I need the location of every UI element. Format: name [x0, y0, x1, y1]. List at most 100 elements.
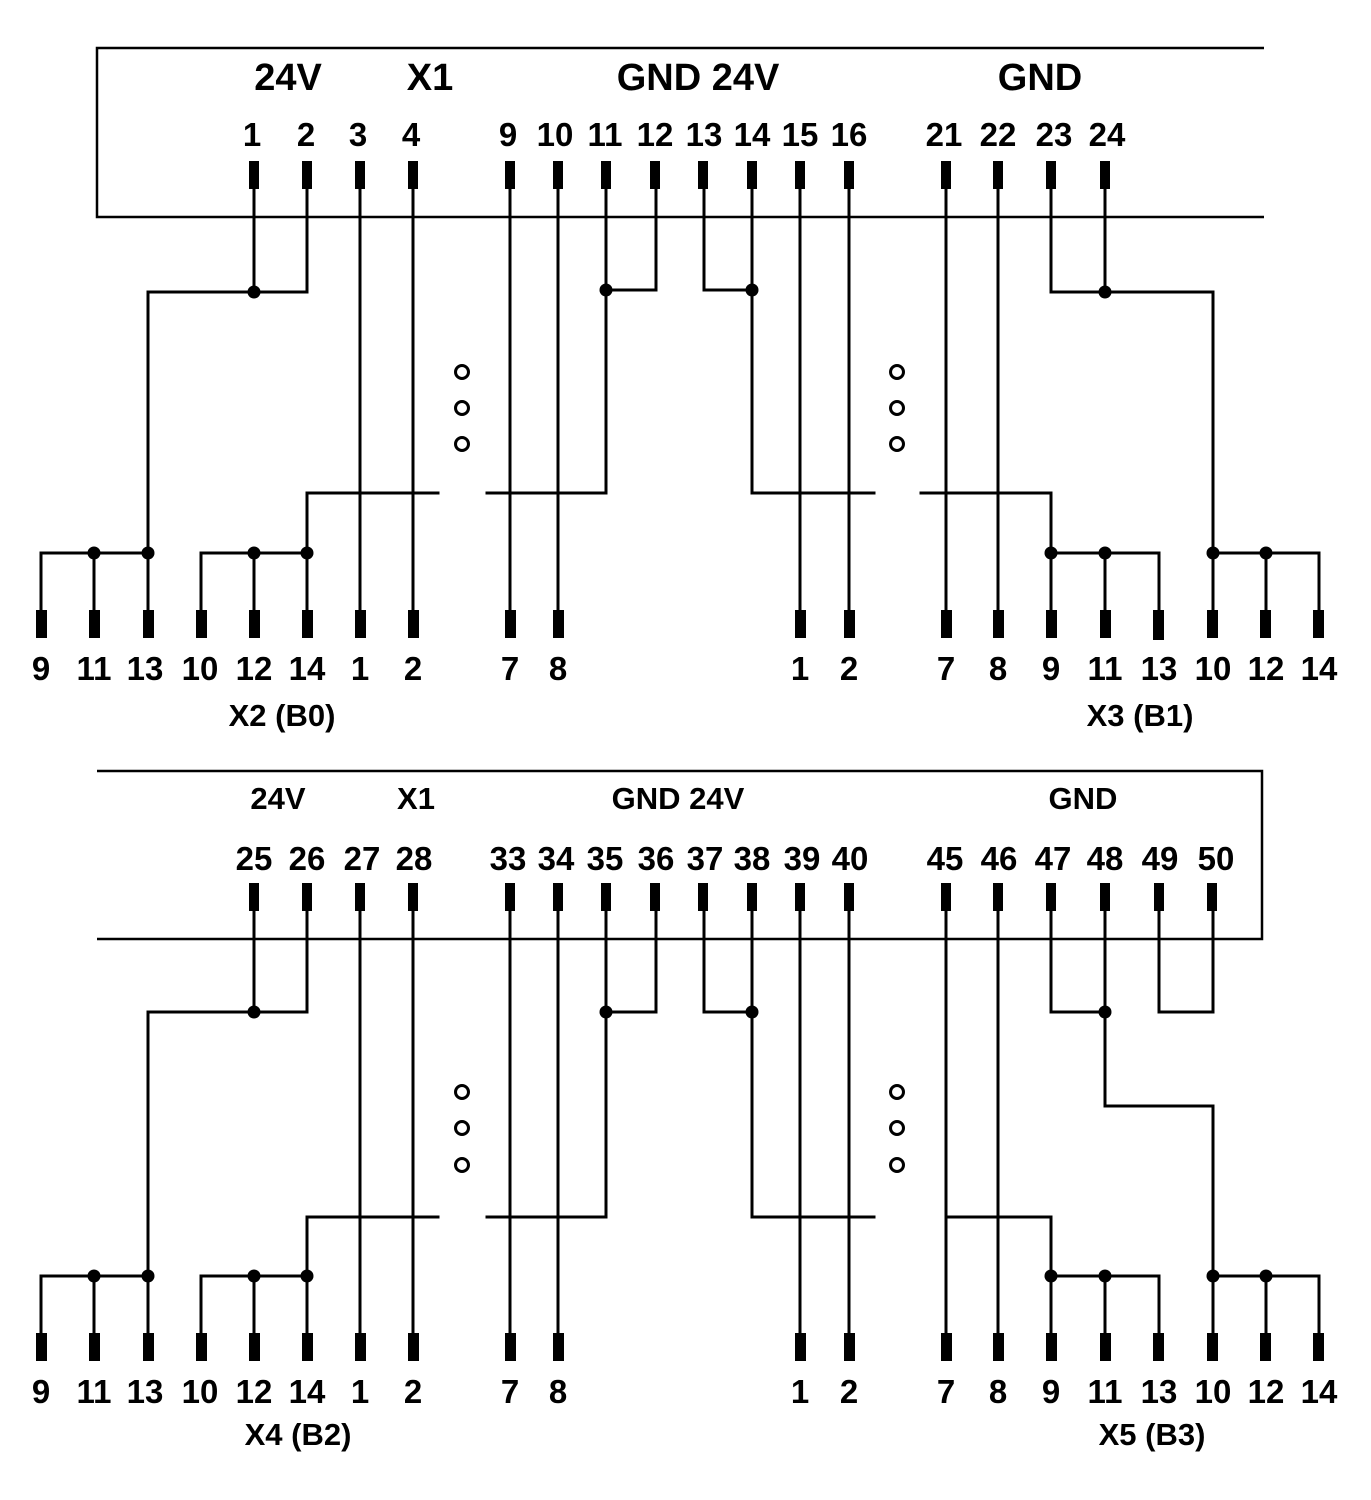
top-ellipsis-right	[889, 364, 905, 452]
terminal-number: 15	[782, 116, 819, 153]
connector-pin-number: 1	[791, 650, 809, 687]
connector-pin-number: 10	[1195, 650, 1232, 687]
terminal-number: 33	[490, 840, 527, 877]
terminal-pin	[1046, 161, 1056, 189]
connector-pin	[196, 1333, 207, 1361]
connector-pin	[408, 1333, 419, 1361]
connector-pin	[143, 1333, 154, 1361]
top-wires	[39, 187, 1321, 615]
connector-pin-number: 7	[501, 650, 519, 687]
junction-dot	[1098, 546, 1112, 560]
terminal-pin	[795, 161, 805, 189]
junction-dot	[1098, 1005, 1112, 1019]
junction-dot	[87, 546, 101, 560]
connector-pin-number: 1	[351, 1373, 369, 1410]
terminal-pin	[941, 161, 951, 189]
terminal-number: 21	[926, 116, 963, 153]
connector-pin	[1100, 610, 1111, 638]
bottom-connector-pins	[36, 1333, 1324, 1361]
connector-pin-number: 11	[77, 1373, 112, 1410]
connector-pin-number: 2	[840, 1373, 858, 1410]
connector-x2-label: X2 (B0)	[229, 698, 336, 733]
connector-pin-number: 13	[1141, 1373, 1178, 1410]
junction-dot	[141, 546, 155, 560]
connector-pin	[505, 1333, 516, 1361]
connector-pin	[1207, 610, 1218, 638]
top-terminal-block-frame	[95, 46, 1264, 219]
connector-pin-number: 2	[404, 650, 422, 687]
bottom-ellipsis-right	[889, 1084, 905, 1173]
terminal-pin	[249, 161, 259, 189]
connector-pin-number: 10	[182, 1373, 219, 1410]
bottom-wires	[39, 909, 1321, 1338]
bottom-section: 24V X1 GND 24V GND 25 26 27 28 33 34 35 …	[32, 769, 1338, 1452]
connector-pin-number: 2	[404, 1373, 422, 1410]
terminal-number: 1	[243, 116, 261, 153]
terminal-pin	[1207, 883, 1217, 911]
terminal-pin	[505, 161, 515, 189]
terminal-number: 45	[927, 840, 964, 877]
terminal-pin	[553, 161, 563, 189]
terminal-number: 46	[981, 840, 1018, 877]
terminal-pin	[993, 161, 1003, 189]
connector-pin	[505, 610, 516, 638]
top-terminal-numbers: 1 2 3 4 9 10 11 12 13 14 15 16 21 22 23 …	[243, 116, 1126, 153]
terminal-pin	[1100, 883, 1110, 911]
connector-pin-number: 14	[1301, 1373, 1338, 1410]
connector-pin	[302, 610, 313, 638]
connector-pin-number: 10	[1195, 1373, 1232, 1410]
connector-pin-number: 13	[1141, 650, 1178, 687]
connector-pin-number: 8	[549, 1373, 567, 1410]
terminal-pin	[553, 883, 563, 911]
connector-pin-number: 10	[182, 650, 219, 687]
junction-dot	[247, 285, 261, 299]
junction-dot	[745, 283, 759, 297]
connector-pin-number: 13	[127, 650, 164, 687]
terminal-pin	[1046, 883, 1056, 911]
connector-pin	[355, 610, 366, 638]
connector-pin-number: 12	[236, 650, 273, 687]
connector-pin-number: 13	[127, 1373, 164, 1410]
connector-pin-number: 1	[791, 1373, 809, 1410]
junction-dot	[300, 546, 314, 560]
terminal-number: 25	[236, 840, 273, 877]
connector-pin-number: 2	[840, 650, 858, 687]
top-connector-pins	[36, 610, 1324, 640]
terminal-number: 14	[734, 116, 771, 153]
top-label-x1: X1	[407, 57, 453, 99]
terminal-number: 40	[832, 840, 869, 877]
connector-pin	[553, 610, 564, 638]
terminal-pin	[408, 883, 418, 911]
connector-pin	[993, 1333, 1004, 1361]
terminal-number: 47	[1035, 840, 1072, 877]
top-section: 24V X1 GND 24V GND 1 2 3 4 9 10 11 12 13…	[32, 46, 1338, 733]
connector-pin	[844, 1333, 855, 1361]
junction-dot	[745, 1005, 759, 1019]
bottom-label-gnd-24v: GND 24V	[612, 781, 745, 816]
terminal-number: 27	[344, 840, 381, 877]
terminal-number: 24	[1089, 116, 1126, 153]
top-label-gnd-24v: GND 24V	[617, 57, 780, 99]
connector-pin	[355, 1333, 366, 1361]
connector-pin-number: 7	[501, 1373, 519, 1410]
connector-pin-number: 11	[77, 650, 112, 687]
terminal-pin	[795, 883, 805, 911]
terminal-pin	[698, 161, 708, 189]
connector-x3-label: X3 (B1)	[1087, 698, 1194, 733]
connector-pin	[249, 1333, 260, 1361]
terminal-number: 16	[831, 116, 868, 153]
connector-pin	[89, 1333, 100, 1361]
connector-pin	[993, 610, 1004, 638]
bottom-terminal-numbers: 25 26 27 28 33 34 35 36 37 38 39 40 45 4…	[236, 840, 1235, 877]
connector-pin-number: 9	[32, 1373, 50, 1410]
connector-pin-number: 1	[351, 650, 369, 687]
terminal-pin	[993, 883, 1003, 911]
connector-pin	[89, 610, 100, 638]
connector-x5-label: X5 (B3)	[1099, 1417, 1206, 1452]
connector-pin	[844, 610, 855, 638]
connector-pin-number: 11	[1088, 1373, 1123, 1410]
terminal-pin	[844, 883, 854, 911]
terminal-number: 36	[638, 840, 675, 877]
connector-pin	[1313, 1333, 1324, 1361]
junction-dot	[247, 546, 261, 560]
